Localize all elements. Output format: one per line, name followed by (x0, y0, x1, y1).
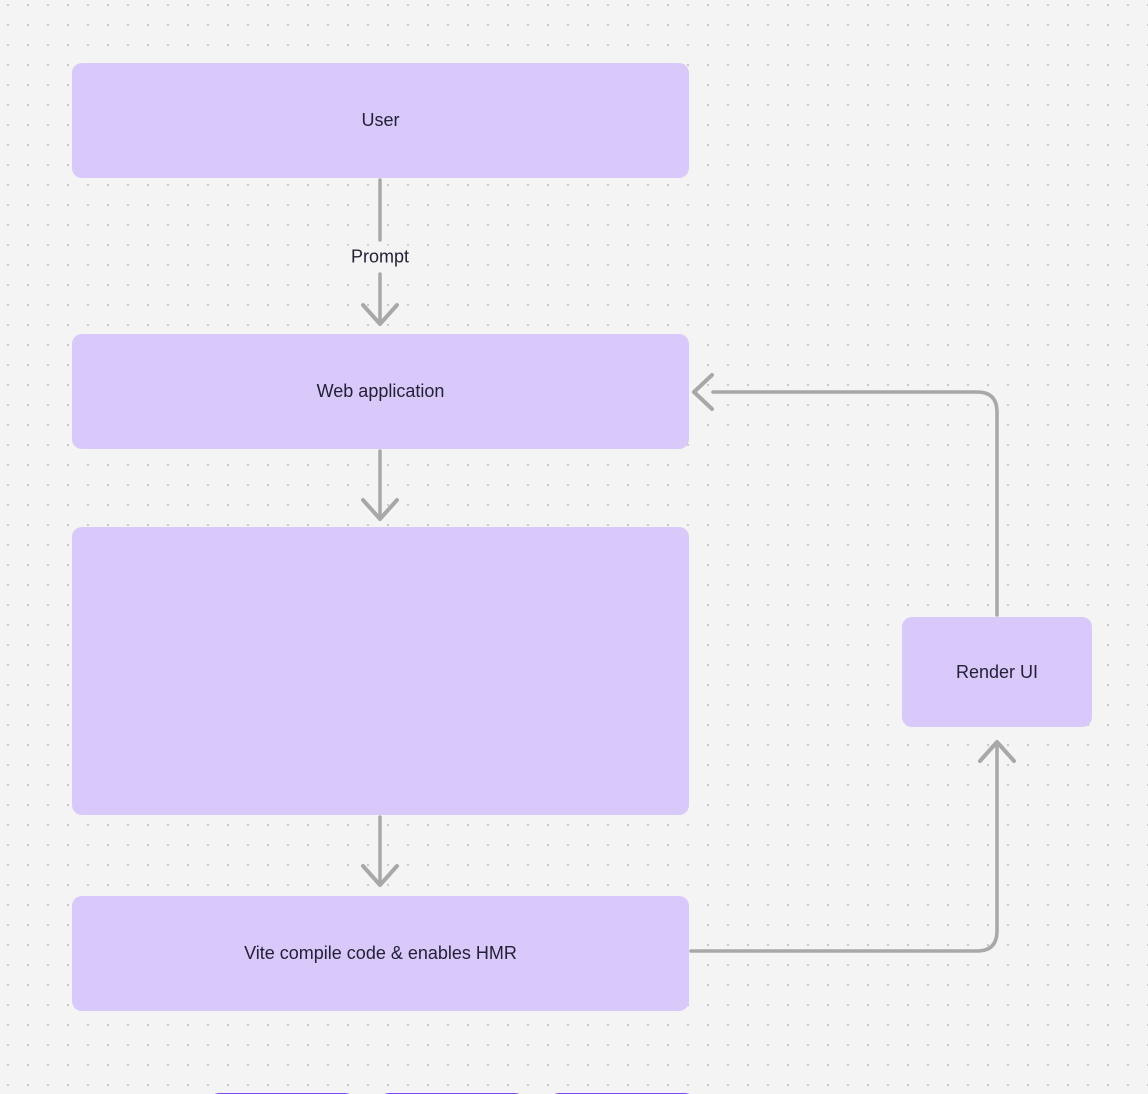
node-vite-compile[interactable]: Vite compile code & enables HMR (72, 896, 689, 1011)
node-web-application[interactable]: Web application (72, 334, 689, 449)
node-reusable-react-components[interactable]: HTML = structure CSS = Styles & Layouts … (72, 527, 695, 1094)
edge-render-ui-to-webapp (692, 373, 999, 617)
edge-webapp-to-react (361, 449, 399, 521)
edge-react-to-vite (361, 815, 399, 887)
node-render-ui[interactable]: Render UI (902, 617, 1092, 727)
node-user[interactable]: User (72, 63, 689, 178)
node-user-label: User (361, 110, 400, 131)
edge-label-prompt: Prompt (344, 245, 416, 269)
node-vite-compile-label: Vite compile code & enables HMR (244, 943, 517, 964)
node-web-application-label: Web application (316, 381, 445, 402)
edge-vite-to-render-ui (689, 740, 1016, 953)
node-render-ui-label: Render UI (955, 661, 1039, 682)
